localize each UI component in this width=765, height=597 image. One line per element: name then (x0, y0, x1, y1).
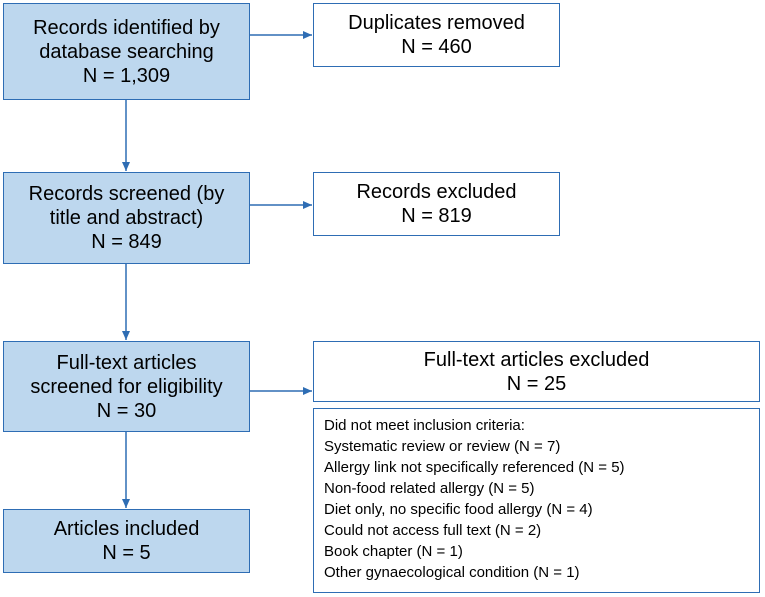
articles-included-count: N = 5 (102, 542, 151, 564)
fulltext-screened-box: Full-text articles screened for eligibil… (3, 341, 250, 432)
exclusion-reason-item: Diet only, no specific food allergy (N =… (324, 501, 593, 518)
articles-included-box: Articles included N = 5 (3, 509, 250, 573)
records-identified-line-1: Records identified by (33, 16, 220, 39)
fulltext-excluded-box: Full-text articles excluded N = 25 (313, 341, 760, 402)
exclusion-reason-item: Allergy link not specifically referenced… (324, 459, 625, 476)
records-excluded-count: N = 819 (401, 205, 472, 227)
records-screened-count: N = 849 (91, 231, 162, 253)
exclusion-reason-item: Could not access full text (N = 2) (324, 522, 542, 539)
exclusion-reason-item: Non-food related allergy (N = 5) (324, 480, 535, 497)
exclusion-reason-item: Book chapter (N = 1) (324, 543, 463, 560)
exclusion-reason-item: Systematic review or review (N = 7) (324, 438, 561, 455)
articles-included-label: Articles included (53, 518, 200, 540)
records-identified-box: Records identified by database searching… (3, 3, 250, 100)
records-excluded-box: Records excluded N = 819 (313, 172, 560, 236)
fulltext-screened-line-2: screened for eligibility (30, 375, 223, 398)
fulltext-excluded-count: N = 25 (506, 372, 567, 395)
records-excluded-label: Records excluded (356, 181, 517, 203)
records-identified-line-2: database searching (39, 40, 214, 63)
fulltext-screened-line-1: Full-text articles (56, 351, 197, 374)
duplicates-removed-label: Duplicates removed (348, 12, 525, 34)
records-screened-line-2: title and abstract) (49, 207, 204, 229)
duplicates-removed-count: N = 460 (401, 36, 472, 58)
fulltext-excluded-label: Full-text articles excluded (423, 348, 650, 371)
fulltext-screened-count: N = 30 (96, 399, 157, 422)
exclusion-reasons-box: Did not meet inclusion criteria: Systema… (313, 408, 760, 593)
exclusion-reason-item: Other gynaecological condition (N = 1) (324, 564, 580, 581)
records-screened-line-1: Records screened (by (28, 183, 225, 205)
exclusion-reasons-heading: Did not meet inclusion criteria: (324, 417, 525, 434)
duplicates-removed-box: Duplicates removed N = 460 (313, 3, 560, 67)
records-screened-box: Records screened (by title and abstract)… (3, 172, 250, 264)
records-identified-count: N = 1,309 (82, 64, 171, 87)
